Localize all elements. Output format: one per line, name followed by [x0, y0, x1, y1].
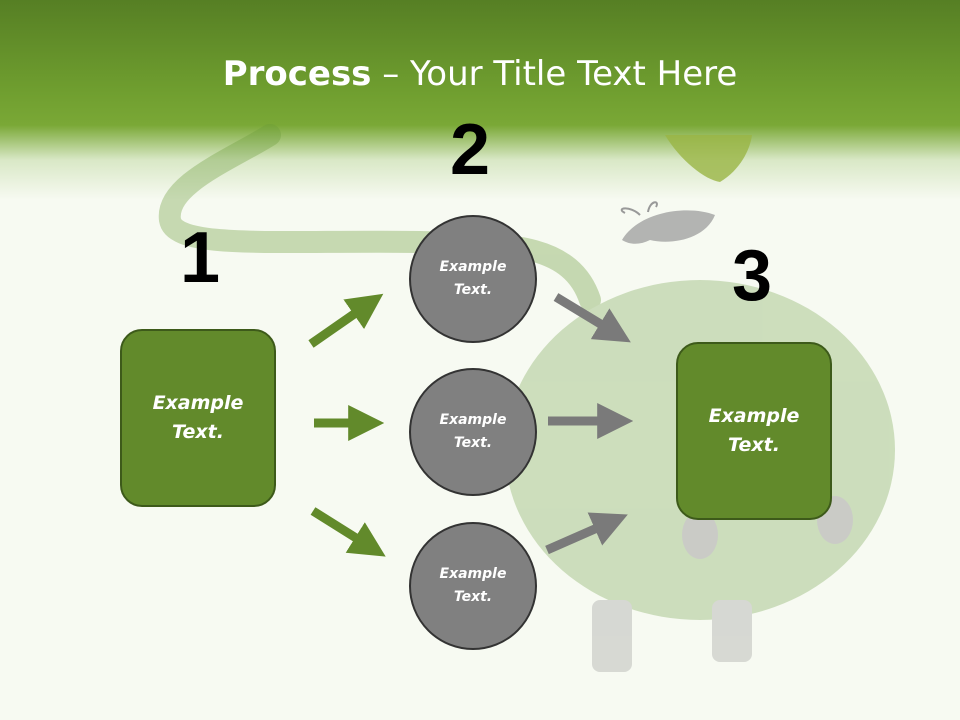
- step-box-3[interactable]: Example Text.: [676, 342, 832, 520]
- plug-leg-left: [592, 600, 632, 672]
- arrow-green-up: [308, 293, 384, 348]
- process-circle-bottom-label: Example Text.: [439, 566, 507, 605]
- step-number-3: 3: [731, 236, 773, 316]
- arrow-green-down: [310, 507, 386, 557]
- process-circle-middle-label: Example Text.: [439, 412, 507, 451]
- process-circle-bottom[interactable]: Example Text.: [409, 522, 537, 650]
- leaf-icon: [665, 135, 752, 182]
- process-circle-top-label: Example Text.: [439, 259, 507, 298]
- title-rest: – Your Title Text Here: [371, 54, 738, 94]
- slide-title: Process – Your Title Text Here: [0, 52, 960, 96]
- title-band: [0, 0, 960, 200]
- plug-prong-left: [682, 511, 718, 559]
- step-box-3-label: Example Text.: [708, 405, 800, 456]
- arrow-gray-down: [553, 293, 631, 343]
- step-box-1[interactable]: Example Text.: [120, 329, 276, 507]
- butterfly-antenna-icon: [620, 201, 658, 216]
- step-box-1-label: Example Text.: [152, 392, 244, 443]
- plug-leg-right: [712, 600, 752, 662]
- butterfly-icon: [622, 210, 715, 244]
- process-circle-top[interactable]: Example Text.: [409, 215, 537, 343]
- arrow-gray-up: [545, 512, 628, 555]
- process-circle-middle[interactable]: Example Text.: [409, 368, 537, 496]
- step-number-1: 1: [179, 218, 221, 298]
- step-number-2: 2: [449, 110, 491, 190]
- title-bold: Process: [222, 54, 372, 94]
